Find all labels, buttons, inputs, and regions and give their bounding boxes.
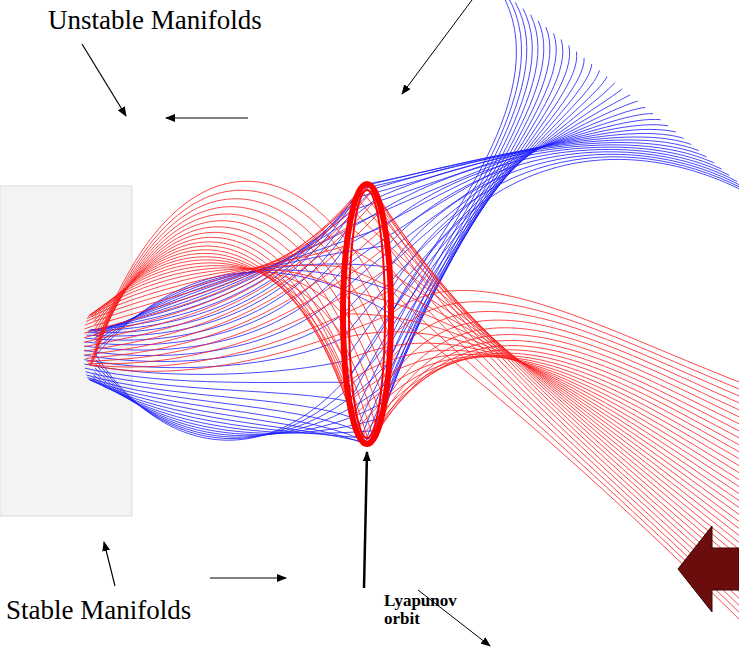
trajectory — [87, 198, 356, 333]
flow-arrow — [210, 577, 286, 578]
trajectory — [84, 189, 360, 333]
stable-manifold-curves — [84, 0, 739, 443]
trajectory — [86, 372, 350, 402]
trajectory — [343, 332, 739, 508]
trajectory — [374, 143, 707, 189]
trajectory — [385, 226, 739, 610]
trajectory — [343, 290, 739, 522]
leader-line — [82, 44, 126, 116]
trajectory — [389, 154, 739, 267]
trajectory — [381, 147, 721, 210]
trajectory — [92, 189, 374, 331]
trajectory — [95, 227, 377, 431]
flow-arrow — [166, 117, 248, 118]
trajectory — [369, 185, 739, 582]
trajectory — [88, 265, 345, 316]
trajectory — [391, 157, 739, 290]
block-arrow — [678, 526, 739, 612]
trajectory — [89, 269, 344, 316]
trajectory — [85, 210, 352, 325]
trajectory — [353, 210, 739, 552]
trajectory — [87, 377, 356, 430]
lyapunov-orbit-inner — [349, 190, 385, 438]
trajectory — [391, 302, 739, 398]
annotation-label: Stable Manifolds — [6, 596, 191, 624]
trajectory — [92, 263, 344, 361]
annotation-label: Unstable Manifolds — [48, 6, 262, 34]
trajectory — [391, 0, 522, 338]
trajectory — [378, 145, 714, 198]
trajectory — [86, 226, 385, 358]
trajectory — [84, 189, 373, 347]
trajectory — [96, 246, 361, 439]
trajectory — [94, 375, 382, 433]
trajectory — [381, 210, 739, 603]
trajectory — [381, 21, 543, 418]
trajectory — [96, 242, 365, 444]
trajectory — [391, 290, 739, 390]
trajectory — [381, 335, 739, 427]
trajectory — [391, 290, 739, 633]
trajectory — [389, 267, 739, 625]
flow-arrow — [402, 0, 472, 94]
leader-line — [104, 542, 115, 586]
trajectory — [343, 95, 630, 314]
trajectory — [93, 260, 346, 383]
trajectory — [387, 9, 532, 383]
trajectory — [385, 149, 730, 226]
annotation-label: Lyapunov orbit — [384, 592, 464, 628]
lyapunov-orbit — [343, 184, 391, 444]
trajectory — [360, 133, 683, 188]
trajectory — [387, 246, 739, 618]
trajectory — [89, 380, 364, 444]
trajectory — [360, 355, 739, 463]
trajectory — [369, 350, 739, 449]
trajectory — [95, 221, 382, 418]
trajectory — [378, 198, 739, 596]
trajectory — [353, 356, 739, 478]
trajectory — [360, 52, 576, 439]
trajectory — [84, 185, 369, 343]
trajectory — [360, 189, 739, 567]
trajectory — [96, 237, 369, 443]
trajectory — [92, 379, 374, 439]
unstable-manifold-curves — [84, 181, 739, 640]
trajectory — [87, 246, 347, 319]
leader-line — [364, 452, 367, 588]
